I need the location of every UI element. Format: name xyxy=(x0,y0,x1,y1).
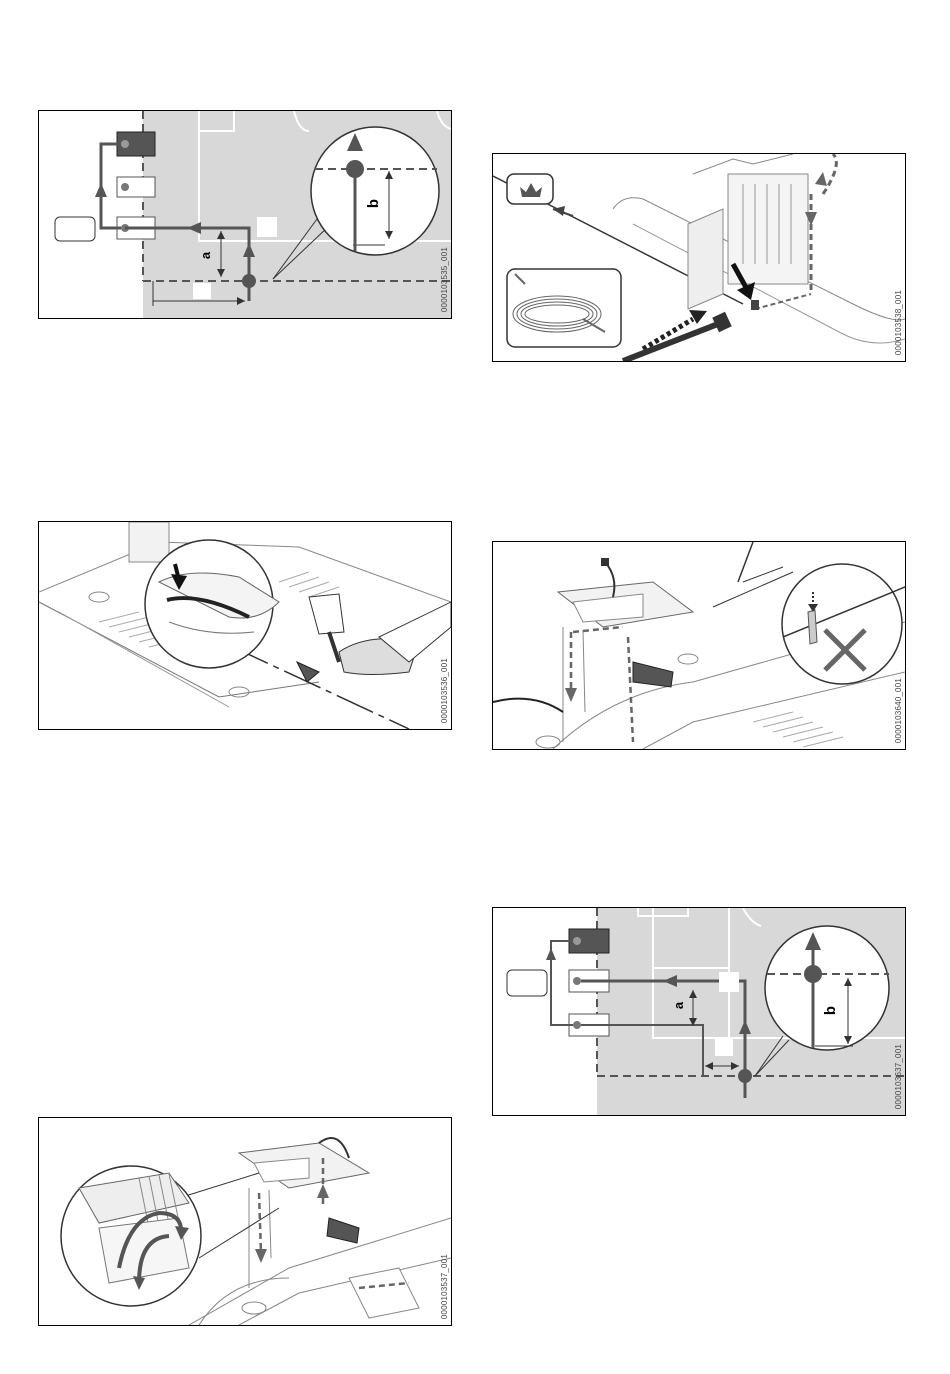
perimeter-layout-diagram-2 xyxy=(493,908,905,1115)
figure-perimeter-layout-2: a b 0000103637_001 xyxy=(492,907,906,1116)
figure-incorrect-routing: 0000103640_001 xyxy=(492,541,906,750)
figure-wire-routing-base: 0000103537_001 xyxy=(38,1117,452,1326)
figure-perimeter-layout-1: a b 0000103535_001 xyxy=(38,110,452,319)
cable-connection-drawing xyxy=(493,154,905,361)
figure-id: 0000103536_001 xyxy=(440,658,449,723)
figure-id: 0000103637_001 xyxy=(894,1044,903,1109)
dimension-a-label: a xyxy=(198,252,213,259)
figure-id: 0000103640_001 xyxy=(894,678,903,743)
figure-id: 0000103538_001 xyxy=(894,290,903,355)
figure-peg-insertion: 0000103536_001 xyxy=(38,521,452,730)
incorrect-routing-drawing xyxy=(493,542,905,749)
figure-id: 0000103535_001 xyxy=(440,247,449,312)
dimension-b-label: b xyxy=(822,1006,839,1015)
dimension-a-label: a xyxy=(671,1002,686,1009)
figure-cable-connection: 0000103538_001 xyxy=(492,153,906,362)
figure-id: 0000103537_001 xyxy=(440,1254,449,1319)
perimeter-layout-diagram-1 xyxy=(39,111,451,318)
wire-routing-base-drawing xyxy=(39,1118,451,1325)
dimension-b-label: b xyxy=(365,199,382,208)
peg-insertion-drawing xyxy=(39,522,451,729)
